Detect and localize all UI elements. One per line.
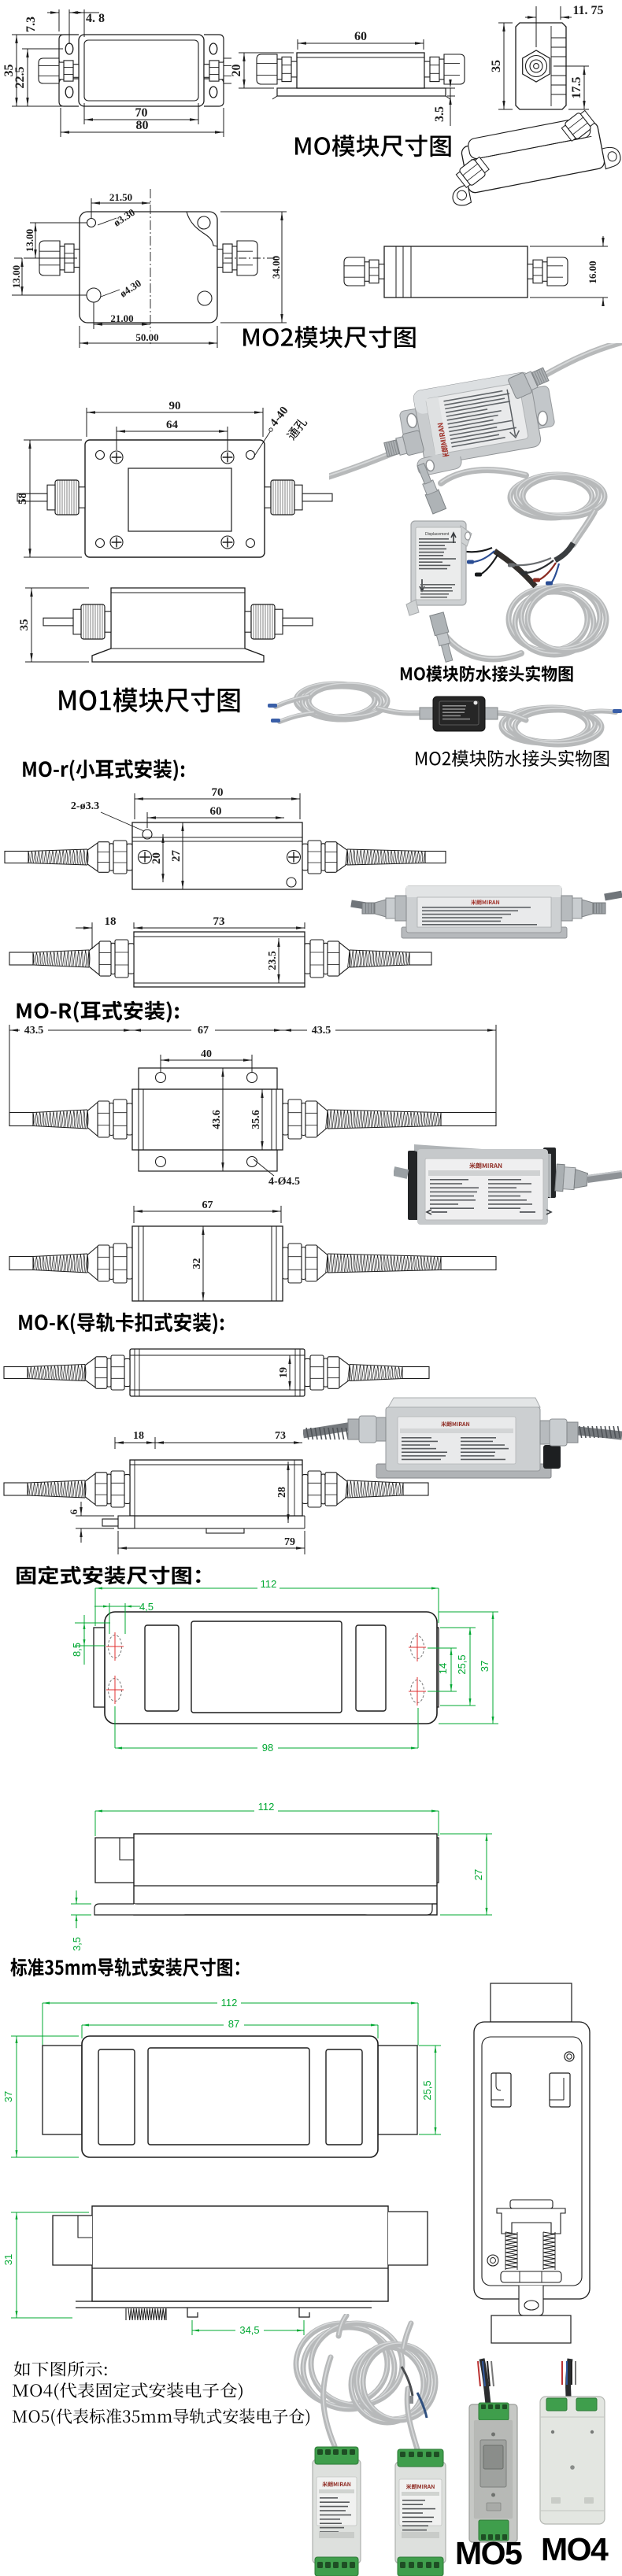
svg-text:70: 70 — [135, 106, 148, 120]
svg-text:13.00: 13.00 — [10, 265, 22, 288]
svg-text:3.5: 3.5 — [433, 106, 446, 122]
svg-text:67: 67 — [198, 1025, 209, 1037]
svg-text:43.5: 43.5 — [312, 1025, 331, 1037]
svg-text:18: 18 — [105, 915, 117, 928]
svg-text:73: 73 — [213, 915, 225, 928]
svg-text:35: 35 — [2, 65, 16, 77]
svg-text:64: 64 — [166, 419, 179, 431]
svg-text:112: 112 — [221, 1997, 238, 2009]
svg-text:Displacement: Displacement — [425, 532, 450, 537]
svg-text:34.00: 34.00 — [270, 256, 282, 279]
svg-text:21.50: 21.50 — [109, 191, 132, 203]
svg-text:40: 40 — [201, 1048, 212, 1060]
svg-text:4-40: 4-40 — [268, 405, 291, 430]
svg-text:7.3: 7.3 — [24, 17, 38, 32]
svg-text:6: 6 — [68, 1509, 80, 1514]
svg-text:79: 79 — [284, 1536, 295, 1548]
svg-text:4-Ø4.5: 4-Ø4.5 — [268, 1176, 300, 1188]
svg-text:67: 67 — [202, 1199, 213, 1211]
svg-text:112: 112 — [258, 1801, 275, 1813]
svg-text:13.00: 13.00 — [24, 229, 35, 252]
svg-text:58: 58 — [17, 493, 29, 504]
svg-text:4. 8: 4. 8 — [86, 12, 105, 25]
svg-text:16.00: 16.00 — [587, 261, 598, 283]
svg-text:14: 14 — [437, 1663, 449, 1674]
svg-text:73: 73 — [275, 1430, 286, 1442]
svg-text:28: 28 — [276, 1487, 288, 1498]
svg-text:2-ø3.3: 2-ø3.3 — [71, 800, 99, 812]
svg-text:37: 37 — [479, 1661, 491, 1672]
svg-text:22.5: 22.5 — [13, 67, 27, 89]
svg-text:31: 31 — [2, 2254, 14, 2265]
svg-text:98: 98 — [262, 1742, 273, 1754]
svg-text:23.5: 23.5 — [267, 951, 279, 970]
svg-text:8,5: 8,5 — [71, 1643, 83, 1657]
svg-text:3,5: 3,5 — [71, 1937, 83, 1951]
svg-text:90: 90 — [169, 400, 181, 412]
svg-text:70: 70 — [212, 786, 224, 799]
svg-text:60: 60 — [354, 30, 367, 43]
svg-text:112: 112 — [261, 1578, 277, 1590]
svg-text:21.00: 21.00 — [110, 312, 133, 324]
svg-text:80: 80 — [136, 119, 149, 132]
svg-text:43.5: 43.5 — [24, 1025, 44, 1037]
svg-text:25,5: 25,5 — [421, 2080, 433, 2100]
svg-text:20: 20 — [230, 65, 243, 77]
svg-text:17.5: 17.5 — [570, 77, 583, 99]
svg-text:32: 32 — [191, 1258, 203, 1270]
svg-text:35: 35 — [18, 619, 31, 631]
svg-text:34,5: 34,5 — [239, 2324, 259, 2336]
svg-text:27: 27 — [170, 850, 183, 863]
svg-text:25,5: 25,5 — [456, 1654, 468, 1674]
svg-text:35.6: 35.6 — [250, 1110, 262, 1129]
svg-text:18: 18 — [133, 1430, 144, 1442]
svg-text:43.6: 43.6 — [211, 1110, 223, 1129]
svg-text:20: 20 — [150, 852, 163, 864]
svg-text:35: 35 — [490, 60, 503, 72]
svg-text:87: 87 — [228, 2018, 239, 2030]
svg-text:19: 19 — [278, 1367, 290, 1378]
svg-text:11. 75: 11. 75 — [572, 4, 603, 17]
svg-text:37: 37 — [2, 2091, 14, 2102]
svg-text:60: 60 — [210, 805, 222, 818]
svg-text:4,5: 4,5 — [139, 1601, 154, 1613]
svg-text:27: 27 — [472, 1869, 484, 1880]
svg-text:50.00: 50.00 — [135, 331, 158, 343]
